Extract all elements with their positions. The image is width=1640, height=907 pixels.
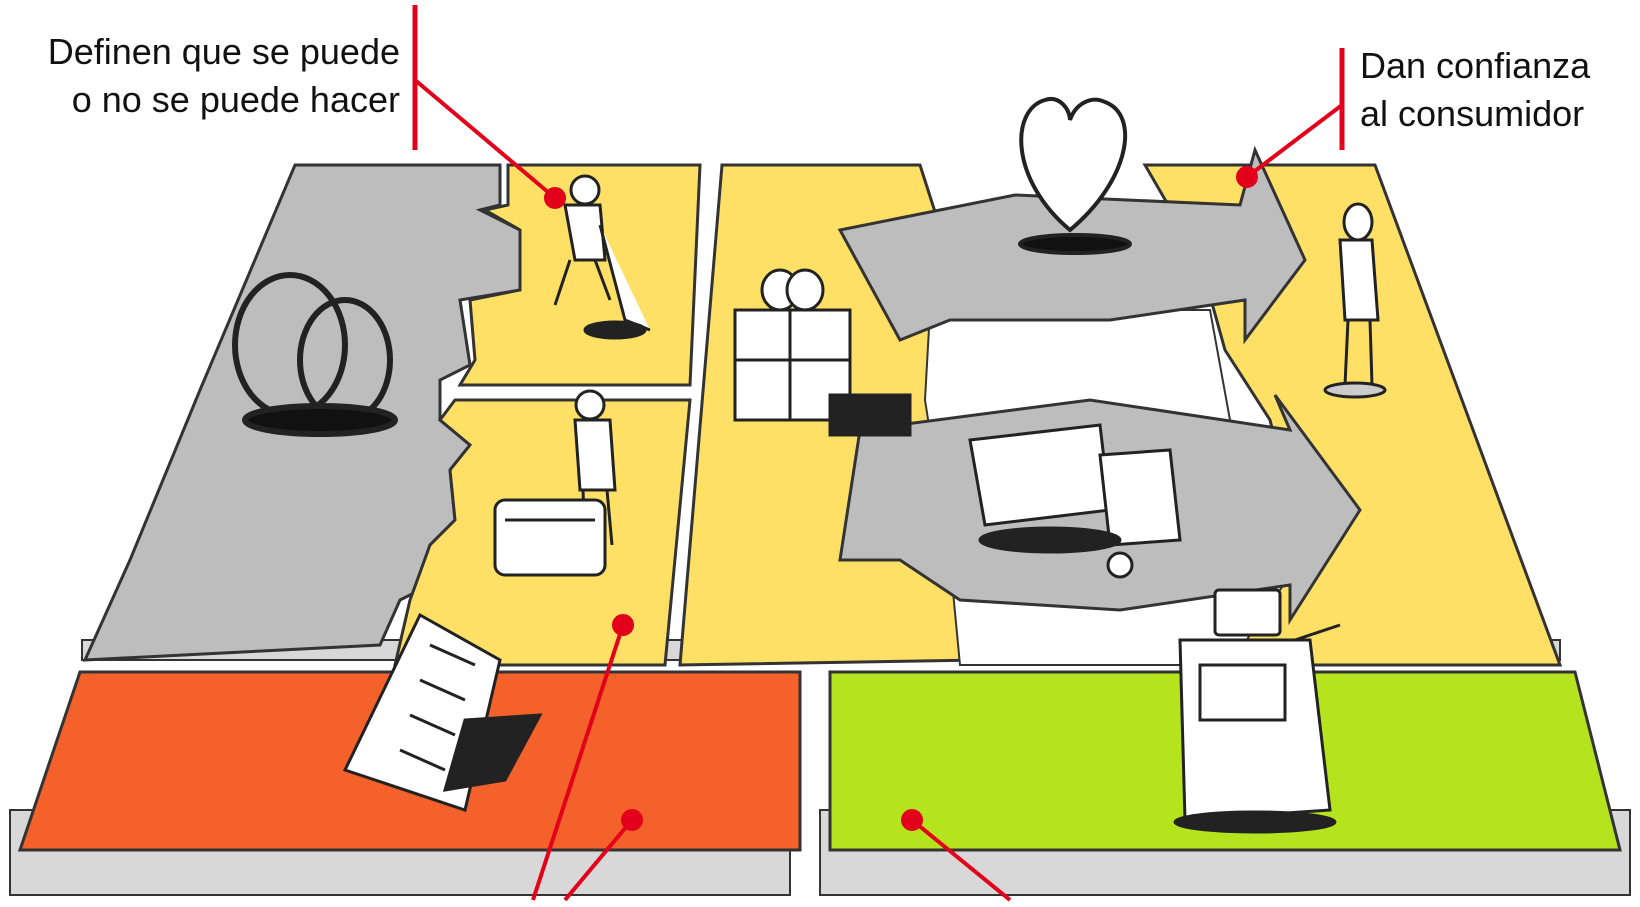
gift-box-icon: [733, 268, 912, 437]
cash-register-icon: [1173, 588, 1341, 834]
heart-icon: [1018, 97, 1132, 255]
document-icon: [342, 612, 543, 812]
annotation-top-left-line2: o no se puede hacer: [71, 79, 400, 120]
annotation-top-right: Dan confianza al consumidor: [1360, 42, 1590, 138]
person-with-box-icon: [493, 389, 617, 577]
annotation-top-left-line1: Definen que se puede: [47, 31, 400, 72]
rings-icon: [232, 272, 398, 437]
digger-person-icon: [553, 174, 651, 340]
pointer-dot-key-resources: [612, 614, 634, 636]
annotation-top-right-line2: al consumidor: [1360, 93, 1585, 134]
truck-icon: [968, 423, 1182, 579]
pointer-dot-revenue-streams: [901, 809, 923, 831]
annotation-top-left: Definen que se puede o no se puede hacer: [48, 28, 400, 124]
annotation-top-right-line1: Dan confianza: [1360, 45, 1591, 86]
pointer-dot-cost-structure: [621, 809, 643, 831]
pointer-lines: [413, 78, 1344, 902]
standing-person-icon: [1323, 202, 1387, 399]
pointer-dot-customer-segments: [1236, 166, 1258, 188]
pointer-dot-key-activities: [544, 187, 566, 209]
